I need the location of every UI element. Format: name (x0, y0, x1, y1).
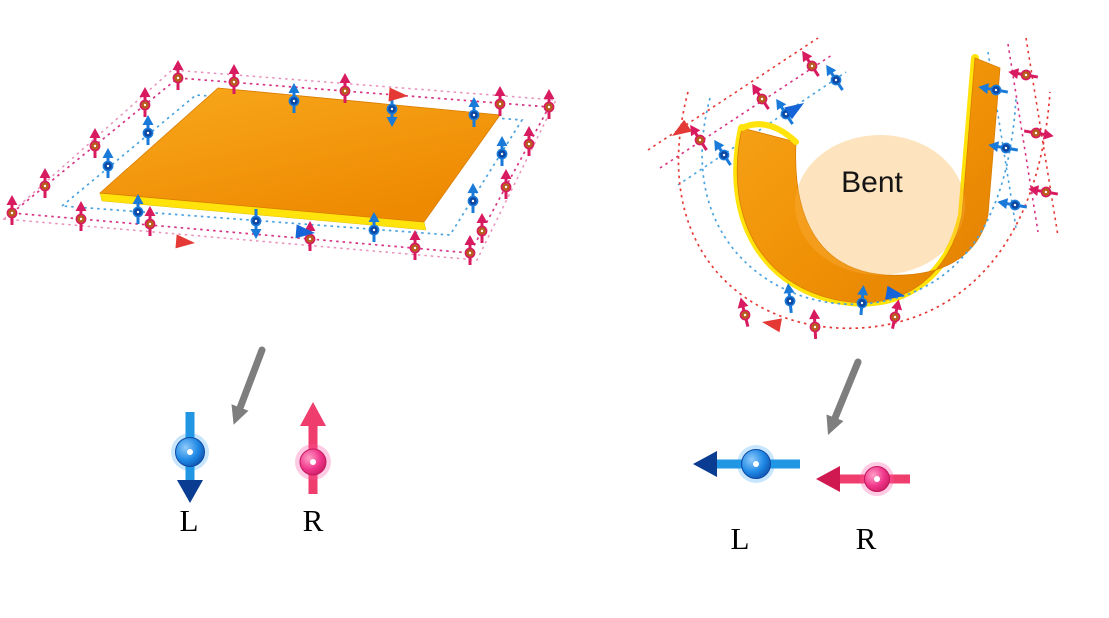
pink-spin-marker (338, 71, 352, 105)
legend-bent-R-label: R (856, 521, 877, 556)
blue-spin-marker (101, 146, 115, 180)
bent-sheet-highlight (795, 135, 965, 275)
legend-bent-R-spin (816, 462, 910, 496)
pink-spin-marker (74, 199, 88, 233)
blue-spin-marker (141, 113, 155, 147)
bent-pink-line-upperleft (659, 54, 833, 169)
flat-sheet-panel (2, 58, 558, 267)
pink-spin-marker (88, 126, 102, 160)
pink-spin-marker (493, 84, 507, 118)
pink-spin-marker (522, 124, 536, 158)
gray-pointer-arrow (831, 358, 862, 422)
red-current-arrow (760, 315, 782, 333)
bent-sheet-panel: Bent (647, 37, 1061, 341)
bent-red-line-right (1025, 37, 1059, 237)
legend-bent: L R (693, 358, 910, 556)
gray-pointer-arrowhead (826, 414, 844, 435)
legend-bent-L-spin (693, 445, 800, 483)
legend-flat-L-label: L (180, 503, 199, 538)
red-current-arrow (175, 234, 196, 250)
legend-flat-R-label: R (303, 503, 324, 538)
pink-spin-marker (5, 193, 19, 227)
pink-spin-marker (542, 87, 556, 121)
bent-sheet-surface (736, 57, 1001, 304)
bent-sheet-top-rim (739, 121, 799, 145)
flat-sheet-surface (99, 87, 501, 223)
blue-spin-marker (495, 134, 509, 168)
legend-flat-L-spin (171, 412, 209, 503)
blue-ball-dot (187, 449, 193, 455)
gray-pointer-arrow (236, 346, 266, 412)
pink-spin-marker (463, 233, 477, 267)
pink-ball-dot (874, 476, 880, 482)
pink-spin-marker (1021, 123, 1057, 144)
bent-blue-line-upperleft (677, 71, 847, 186)
pink-ball-dot (310, 459, 316, 465)
bent-label: Bent (841, 166, 903, 199)
legend-flat: L R (171, 346, 331, 538)
pink-spin-marker (171, 58, 185, 92)
bent-blue-arc (701, 97, 1017, 305)
bent-red-line-upperleft (647, 37, 819, 151)
blue-spin-marker (994, 194, 1030, 215)
pink-spin-marker (38, 166, 52, 200)
outer-pink-loop-2 (2, 69, 558, 261)
legend-flat-R-spin (295, 402, 331, 494)
blue-ball-dot (753, 461, 759, 467)
gray-pointer-arrowhead (231, 404, 249, 425)
pink-spin-marker (684, 120, 713, 155)
blue-spin-marker (466, 181, 480, 215)
pink-spin-marker (1005, 64, 1041, 85)
pink-spin-marker (138, 85, 152, 119)
blue-spin-marker (820, 60, 849, 95)
pink-spin-marker (807, 307, 823, 341)
legend-bent-L-label: L (731, 521, 750, 556)
pink-spin-marker (499, 167, 513, 201)
pink-spin-marker (303, 219, 317, 253)
blue-spin-marker (708, 135, 737, 170)
inner-blue-loop (59, 94, 524, 236)
